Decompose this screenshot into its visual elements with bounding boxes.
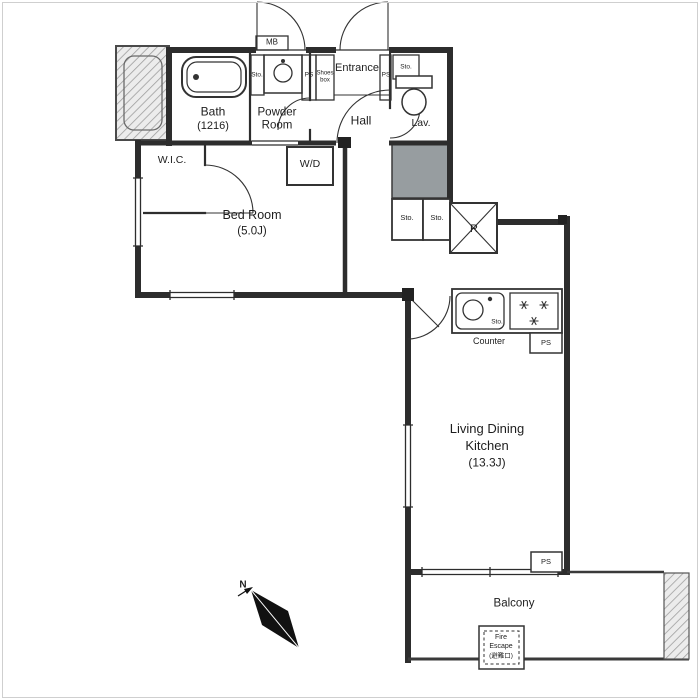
mb-box	[255, 35, 289, 51]
kitchen-counter	[451, 288, 563, 334]
sto-top-right-label: Sto.	[400, 63, 412, 71]
shaft-block	[391, 142, 451, 199]
wic-label: W.I.C.	[157, 154, 187, 167]
ps-box-balcony	[530, 551, 563, 573]
sto-kitchen-label: Sto.	[491, 318, 503, 326]
bath-label: Bath	[200, 104, 226, 119]
entrance-door-arc	[339, 1, 389, 51]
ldk-size-label: (13.3J)	[468, 455, 506, 470]
service-boxes	[250, 35, 420, 101]
counter-label: Counter	[472, 336, 506, 347]
balcony-structure	[408, 570, 690, 661]
ps-top-left-label: PS	[304, 71, 314, 79]
washer-dryer-box	[286, 146, 334, 186]
refrigerator-box	[449, 202, 498, 254]
powder-room-label-2: Room	[261, 119, 293, 132]
powder-door-arc	[277, 97, 311, 131]
wd-label: W/D	[299, 158, 321, 171]
sto-box-left	[250, 54, 265, 96]
fire-escape-label-3: (避難口)	[489, 652, 513, 660]
north-label: N	[239, 579, 247, 591]
wic-door-arc	[204, 164, 254, 214]
ldk-label-1: Living Dining	[449, 420, 525, 436]
refrigerator-label: R	[470, 222, 478, 235]
ps-top-right-label: PS	[381, 71, 391, 79]
ps-kitchen-label: PS	[540, 337, 552, 347]
north-arrow-icon	[237, 587, 300, 649]
ps-box-kitchen	[529, 332, 563, 354]
sink-icon	[455, 292, 505, 330]
bathtub-icon	[181, 56, 247, 98]
mb-door-arc	[256, 1, 306, 51]
entrance-label: Entrance	[334, 61, 380, 74]
bedroom-size-label: (5.0J)	[237, 225, 267, 238]
shoes-box-label: Shoes box	[316, 70, 334, 83]
sto-mid-left-label: Sto.	[400, 212, 414, 222]
ldk-label-2: Kitchen	[465, 437, 509, 453]
sto-mid-right-label: Sto.	[430, 212, 444, 222]
hall-label: Hall	[350, 113, 372, 128]
washbasin-icon	[263, 54, 303, 94]
stove-icon	[509, 292, 559, 330]
shoes-box	[315, 54, 335, 101]
neighbor-block	[115, 45, 170, 141]
bedroom-label: Bed Room	[222, 208, 282, 223]
toilet-icon	[395, 75, 433, 116]
ps-box-right	[379, 54, 392, 101]
sto-top-left-label: Sto.	[251, 71, 263, 79]
storage-boxes	[391, 198, 451, 241]
columns	[338, 137, 567, 301]
fire-escape-label-1: Fire	[494, 634, 508, 642]
lav-label: Lav.	[411, 117, 431, 130]
balcony-label: Balcony	[493, 597, 535, 610]
powder-room-label-1: Powder	[257, 106, 297, 119]
ps-balcony-label: PS	[540, 556, 552, 566]
mb-label: MB	[266, 37, 278, 47]
bath-size-label: (1216)	[197, 119, 229, 132]
windows	[133, 177, 559, 577]
ldk-door-arc	[407, 295, 451, 340]
fire-escape-hatch	[478, 625, 525, 670]
fire-escape-label-2: Escape	[489, 643, 513, 651]
